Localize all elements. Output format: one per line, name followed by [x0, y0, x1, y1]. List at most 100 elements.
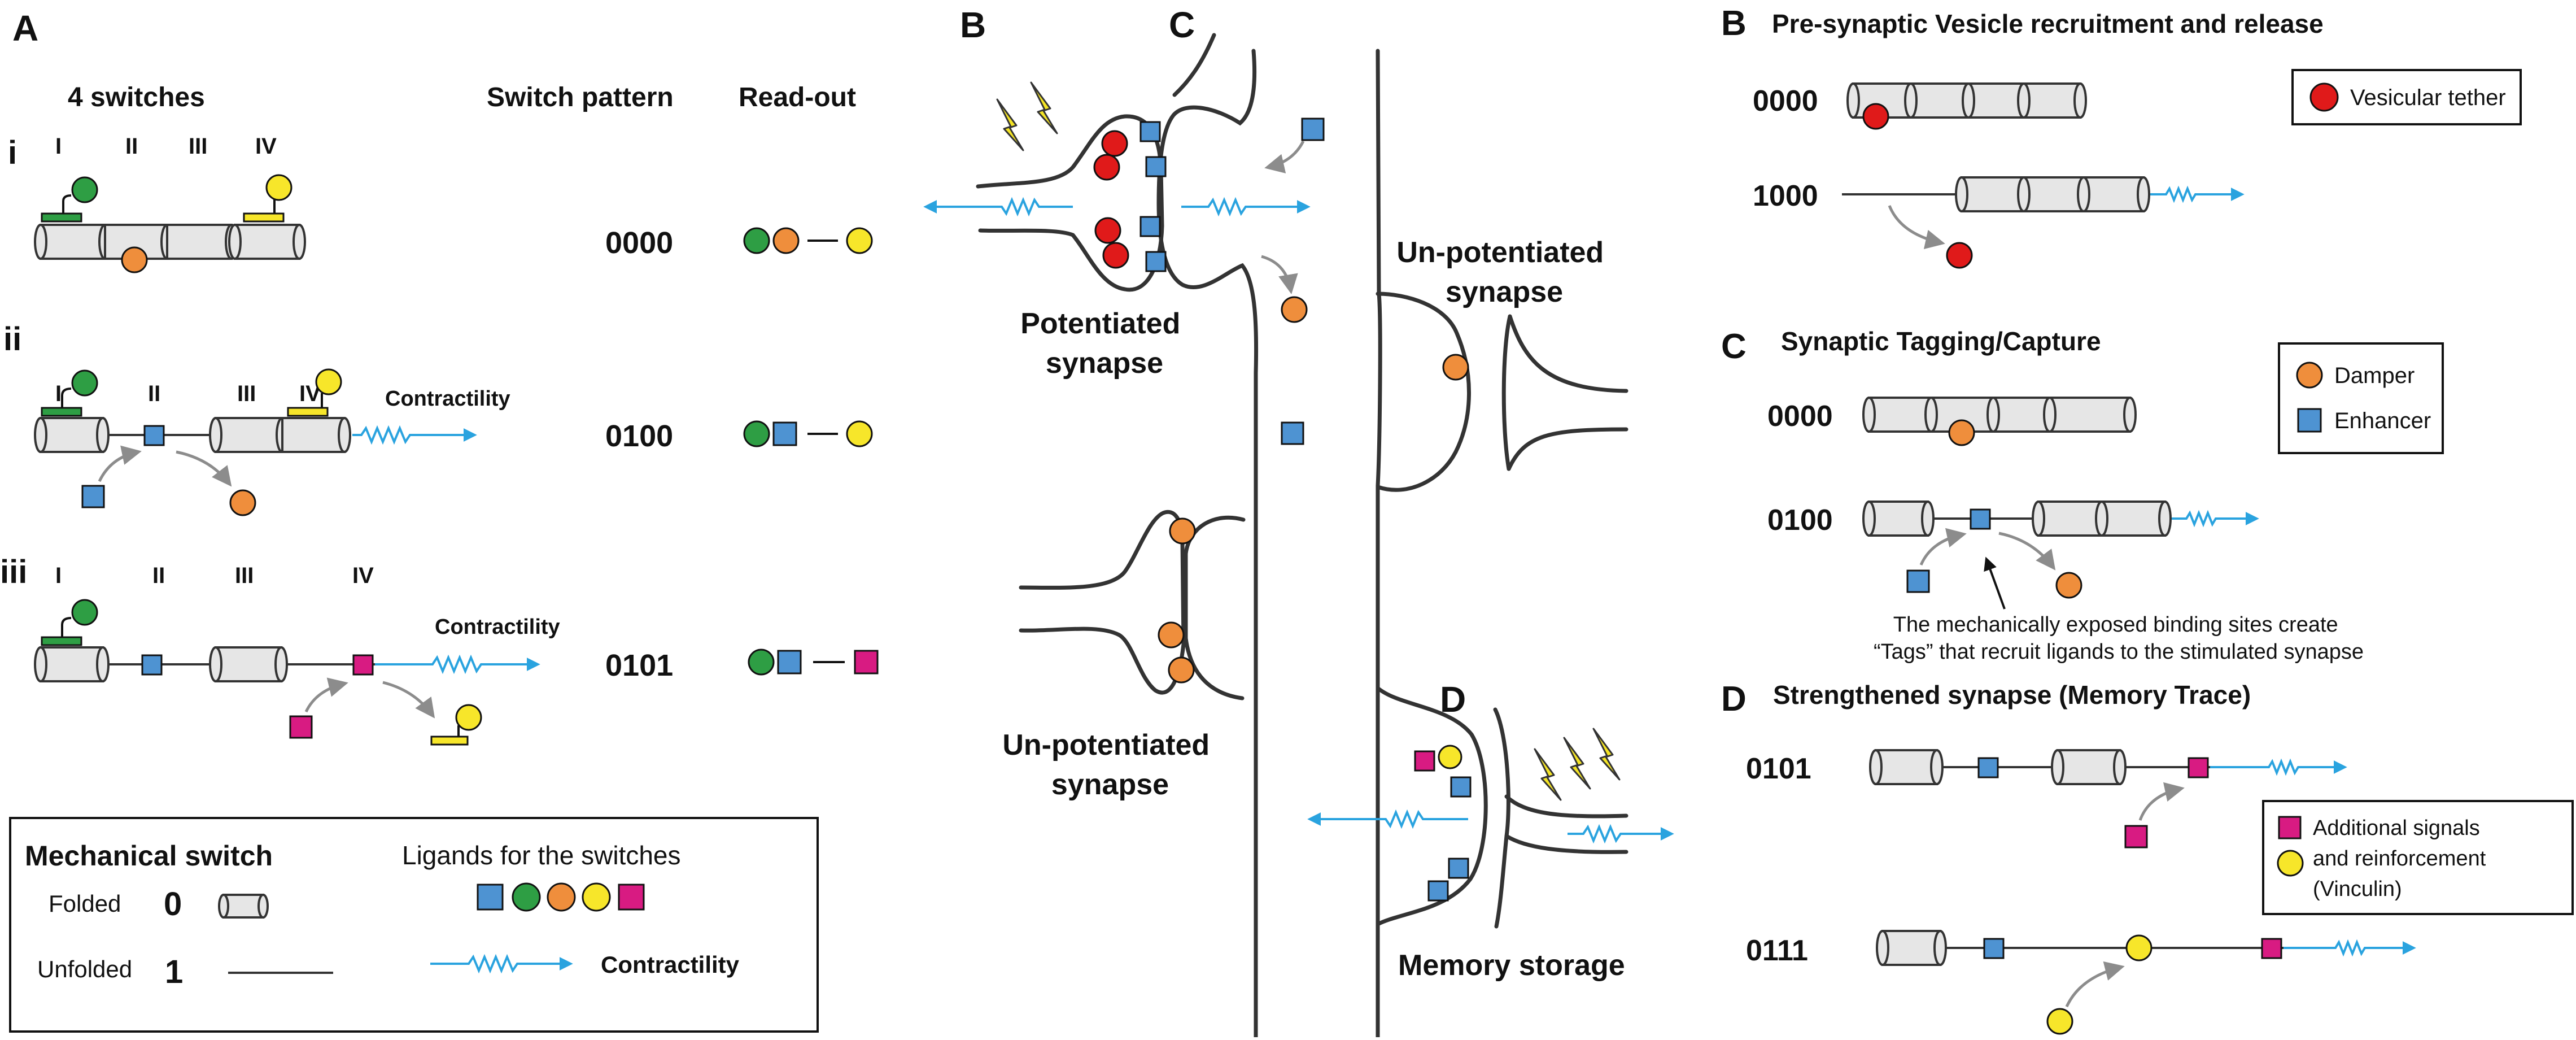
legend-b: Vesicular tether: [2291, 69, 2522, 125]
d-row-0111: 0111: [1746, 934, 1808, 967]
contractility-spring: [375, 654, 540, 675]
yellow-ligand: [315, 368, 342, 395]
magenta-ligand-bound: [352, 654, 374, 676]
cylinder-chain: [34, 224, 306, 260]
legend-unfolded: Unfolded: [37, 956, 132, 982]
switch-label: II: [152, 563, 165, 588]
cylinder-chain: [1862, 501, 2172, 537]
enhancers: [1139, 118, 1472, 902]
enhancer: [1906, 569, 1930, 593]
d-row-0101: 0101: [1746, 752, 1811, 785]
vesicular-tether: [1862, 103, 1889, 130]
legend-d: Additional signals and reinforcement (Vi…: [2262, 800, 2574, 915]
yellow-ligand: [265, 174, 292, 201]
contractility-spring: [2172, 510, 2259, 528]
unpotentiated-bottom-label: Un-potentiated synapse: [1002, 729, 1217, 801]
row-numeral: iii: [0, 554, 27, 590]
yellow-ligand: [455, 704, 482, 731]
switch-label: III: [237, 381, 256, 406]
row-i: i I II III IV 0000: [8, 134, 873, 273]
green-binding-bar: [41, 212, 82, 223]
cylinder-chain: [1876, 930, 2320, 966]
switch-pattern: 0101: [605, 649, 673, 682]
memory-storage-label: Memory storage: [1398, 949, 1625, 982]
right-d-letter: D: [1721, 680, 1747, 719]
contractility-spring: [1307, 809, 1468, 829]
legend-contractility: Contractility: [601, 951, 740, 978]
col-switch-pattern: Switch pattern: [487, 82, 674, 112]
blue-ligand-bound: [141, 654, 163, 676]
blue-ligand: [81, 485, 105, 508]
green-ligand: [71, 369, 98, 397]
damper: [1948, 419, 1975, 446]
cylinder-chain: [34, 646, 419, 682]
legend-a: Mechanical switch Folded 0 Unfolded 1 Li…: [9, 817, 819, 1033]
panel-a: A 4 switches Switch pattern Read-out i I…: [0, 8, 879, 1033]
switch-pattern: 0100: [605, 419, 673, 453]
contractility-spring: [2210, 758, 2347, 776]
panel-synapses: B C D: [923, 5, 1674, 1039]
readout: [743, 227, 873, 254]
vesicular-tether: [1946, 242, 1973, 269]
yellow-binding-bar: [243, 212, 285, 223]
row-iii: iii I II III IV Contractility: [0, 554, 879, 746]
switch-label: IV: [352, 563, 374, 588]
readout: [748, 649, 879, 676]
vesicular-tethers: [1093, 130, 1129, 269]
c-row-0000: 0000: [1767, 400, 1833, 433]
switch-label: III: [189, 134, 207, 159]
cylinder-chain: [34, 417, 351, 453]
contractility-spring: [352, 425, 477, 445]
readout: [743, 420, 873, 447]
green-ligand: [71, 599, 98, 626]
contractility-spring: [923, 197, 1073, 217]
switch-label: II: [125, 134, 138, 159]
contractility-spring: [2284, 939, 2416, 957]
legend-vesicular-tether: Vesicular tether: [2350, 85, 2506, 110]
contractility-spring: [2150, 185, 2245, 203]
cylinder-chain: [1955, 176, 2150, 212]
col-readout: Read-out: [739, 82, 856, 112]
switch-label: IV: [255, 134, 277, 159]
right-d-title: Strengthened synapse (Memory Trace): [1773, 680, 2251, 710]
membranes: [976, 33, 1628, 1039]
tag-pointer: [1984, 556, 2006, 610]
panel-right: B Pre-synaptic Vesicle recruitment and r…: [1721, 4, 2574, 1035]
legend-folded-value: 0: [164, 886, 182, 922]
dampers: [1158, 296, 1469, 684]
right-b-title: Pre-synaptic Vesicle recruitment and rel…: [1772, 9, 2324, 38]
green-ligand: [71, 176, 98, 203]
mid-letter-b: B: [960, 5, 986, 45]
switch-label: II: [148, 381, 160, 406]
orange-ligand: [121, 246, 148, 273]
ligand-legend: [477, 882, 645, 912]
contractility-label: Contractility: [385, 387, 510, 411]
right-b-letter: B: [1721, 4, 1747, 43]
magenta-signal: [1414, 750, 1435, 772]
switch-label: I: [55, 563, 62, 588]
mid-letter-c: C: [1169, 5, 1195, 45]
vinculin: [2046, 1008, 2073, 1035]
unpotentiated-top-label: Un-potentiated synapse: [1396, 236, 1612, 308]
tag-note: The mechanically exposed binding sites c…: [1874, 613, 2364, 664]
magenta-ligand: [289, 715, 313, 739]
right-c-letter: C: [1721, 327, 1747, 366]
contractility-spring: [430, 954, 573, 974]
enhancer-bound: [1970, 508, 1991, 530]
right-c-title: Synaptic Tagging/Capture: [1781, 327, 2101, 356]
panel-a-heading: 4 switches: [68, 82, 205, 112]
legend-enhancer: Enhancer: [2334, 408, 2431, 433]
c-row-0100: 0100: [1767, 504, 1833, 537]
vinculin: [1438, 745, 1462, 769]
legend-folded: Folded: [49, 890, 121, 917]
b-row-1000: 1000: [1753, 180, 1818, 212]
legend-damper: Damper: [2334, 363, 2415, 388]
switch-label: I: [55, 134, 62, 159]
legend-unfolded-value: 1: [165, 954, 183, 990]
potentiated-label: Potentiated synapse: [1020, 307, 1189, 380]
blue-ligand-bound: [143, 425, 165, 446]
contractility-spring: [1181, 197, 1311, 217]
switch-label: I: [55, 381, 62, 406]
contractility-label: Contractility: [435, 615, 560, 639]
